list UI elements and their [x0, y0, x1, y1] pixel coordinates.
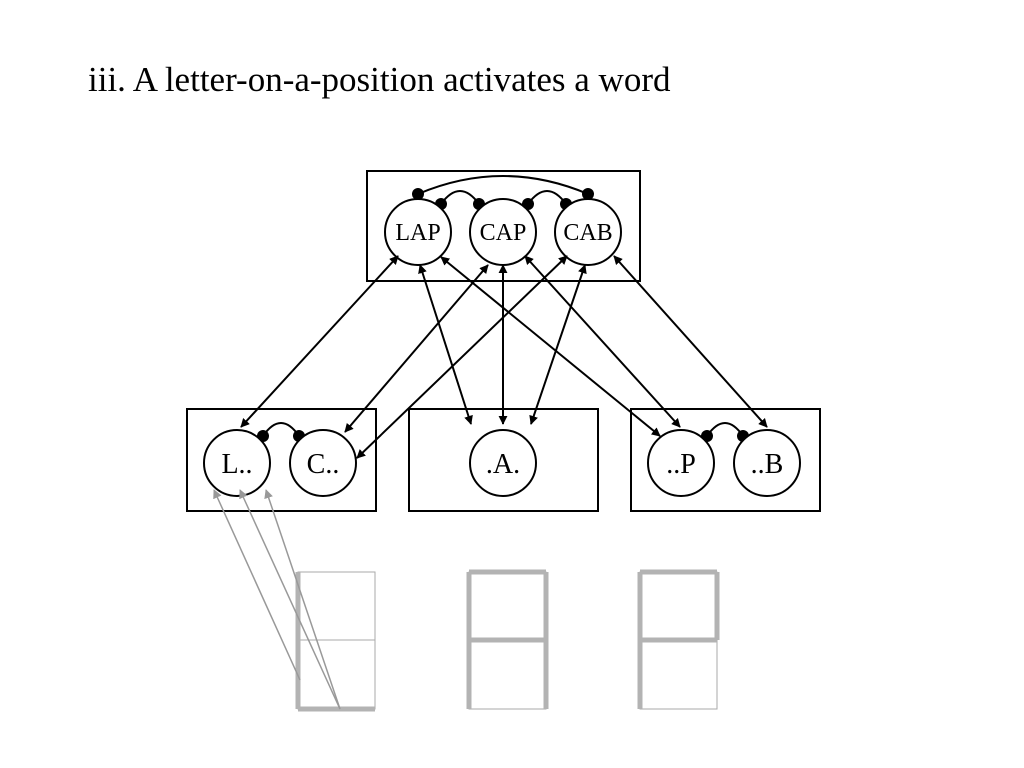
- word-node-label: CAP: [480, 220, 527, 246]
- connection-c-cab: [356, 255, 568, 459]
- word-node-cab: CAB: [554, 198, 622, 266]
- connection-b-cab: [613, 255, 768, 428]
- connection-l-lap: [240, 255, 399, 428]
- feature-letter-1: [295, 571, 376, 712]
- letter-node-label: C..: [307, 449, 340, 480]
- word-node-lap: LAP: [384, 198, 452, 266]
- word-node-cap: CAP: [469, 198, 537, 266]
- letter-node-p-pos3: ..P: [647, 429, 715, 497]
- slide-title: iii. A letter-on-a-position activates a …: [88, 60, 671, 99]
- letter-word-connections: [240, 255, 768, 459]
- letter-node-label: .A.: [486, 449, 520, 480]
- letter-node-c-pos1: C..: [289, 429, 357, 497]
- letter-node-a-pos2: .A.: [469, 429, 537, 497]
- letter-node-l-pos1: L..: [203, 429, 271, 497]
- word-node-label: CAB: [563, 220, 612, 246]
- letter-node-label: ..B: [751, 449, 784, 480]
- feature-letter-3: [637, 569, 720, 710]
- word-node-label: LAP: [395, 220, 440, 246]
- connection-a-lap: [418, 264, 473, 425]
- connection-a-cab: [529, 264, 587, 425]
- letter-node-label: ..P: [666, 449, 696, 480]
- feature-letter-connections: [213, 489, 341, 710]
- letter-node-b-pos3: ..B: [733, 429, 801, 497]
- feature-letter-2: [466, 569, 549, 710]
- letter-node-label: L..: [221, 449, 252, 480]
